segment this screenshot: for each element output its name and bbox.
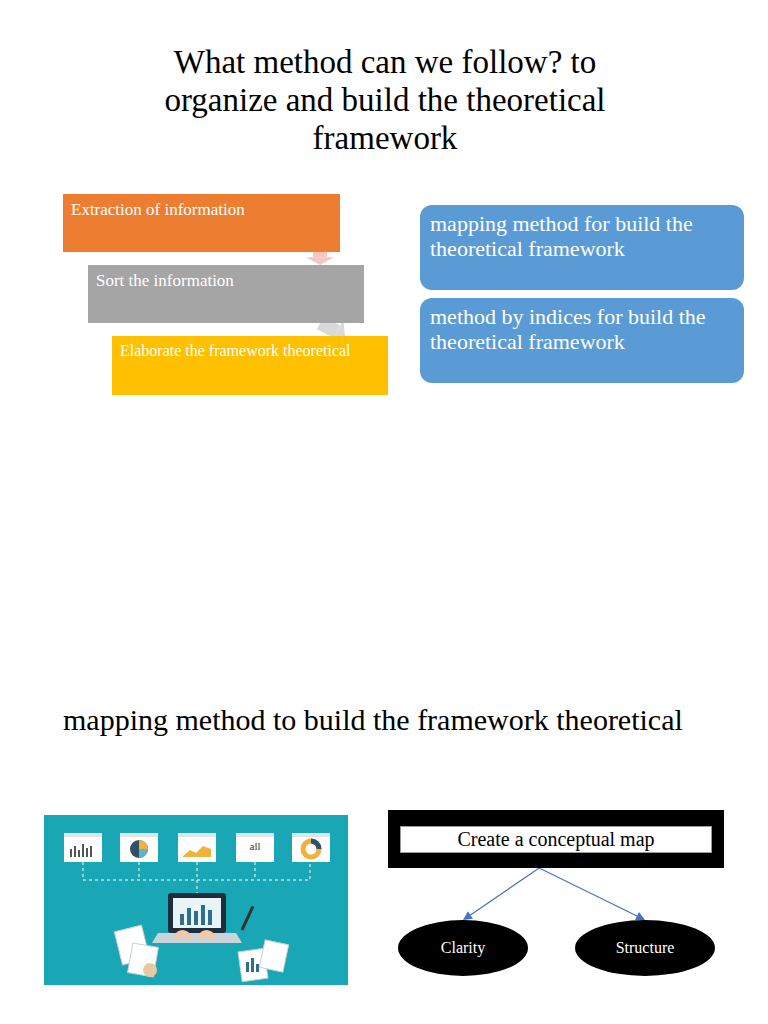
- section-heading: mapping method to build the framework th…: [63, 702, 683, 738]
- method-box: method by indices for build the theoreti…: [420, 298, 744, 383]
- connector-line: [470, 868, 539, 915]
- node-text: Elaborate the framework theoretical: [120, 342, 351, 360]
- concept-map-inner-frame: Create a conceptual map: [400, 826, 712, 853]
- arrowhead: [463, 911, 473, 920]
- block-arrow: [306, 252, 334, 265]
- node-text: method by indices for build the theoreti…: [430, 304, 734, 355]
- connector-line: [539, 868, 637, 916]
- concept-ellipse: Structure: [575, 920, 715, 976]
- concept-map-box: Create a conceptual map: [388, 810, 724, 868]
- node-text: Extraction of information: [71, 200, 245, 220]
- concept-ellipse: Clarity: [398, 920, 528, 976]
- node-text: Sort the information: [96, 271, 234, 291]
- step-box: Sort the information: [88, 265, 364, 323]
- arrowhead: [635, 912, 645, 920]
- step-box: Elaborate the framework theoretical: [112, 336, 388, 395]
- connector-arrow: [539, 868, 645, 920]
- connector-line: [313, 252, 327, 257]
- node-text: Clarity: [441, 939, 485, 957]
- icon-label: all: [236, 840, 274, 852]
- node-text: Structure: [616, 939, 675, 957]
- arrowhead: [306, 257, 334, 265]
- analytics-illustration: [44, 815, 348, 985]
- page-title: What method can we follow? to organize a…: [120, 44, 650, 158]
- connector-line: [320, 323, 337, 332]
- node-text: Create a conceptual map: [409, 828, 703, 851]
- step-box: Extraction of information: [63, 194, 340, 252]
- method-box: mapping method for build the theoretical…: [420, 205, 744, 290]
- node-text: mapping method for build the theoretical…: [430, 211, 734, 262]
- connector-arrow: [463, 868, 539, 920]
